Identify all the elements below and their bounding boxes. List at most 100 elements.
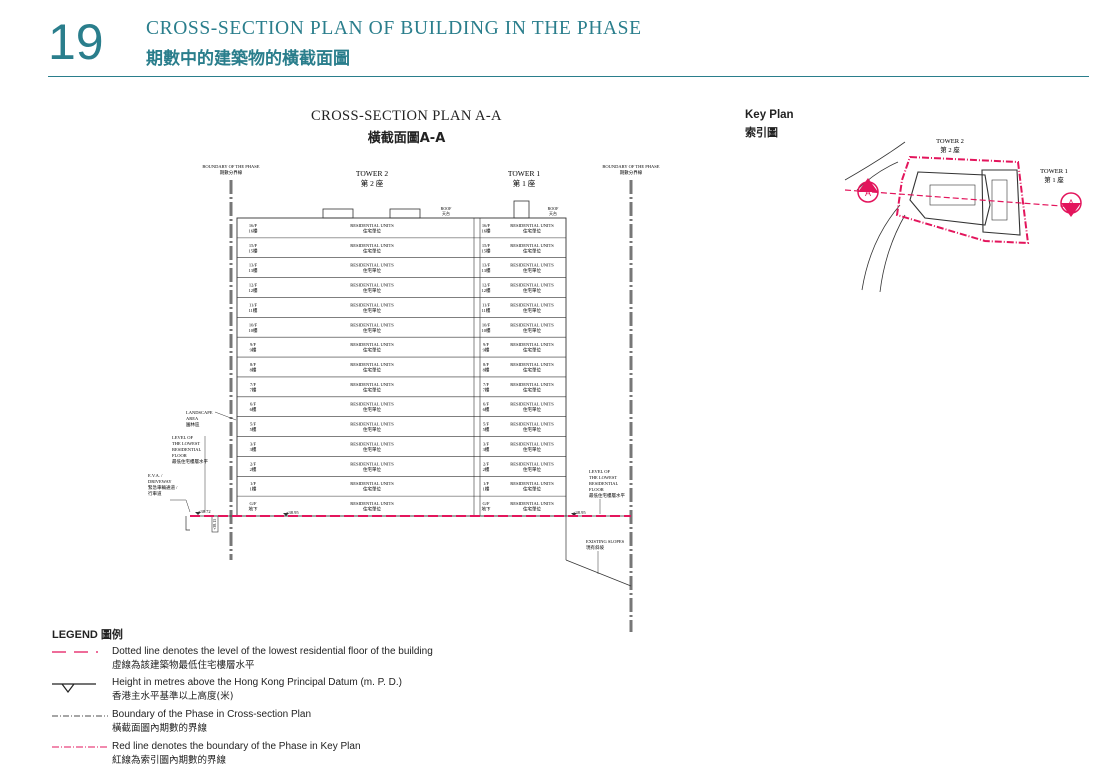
tower2-unit-label-zh: 住宅單位 xyxy=(363,267,381,273)
tower1-floor-label-zh: 7樓 xyxy=(483,386,490,393)
key-plan-section-line xyxy=(844,189,1076,208)
tower1-unit-label-en: RESIDENTIAL UNITS xyxy=(510,501,554,506)
tower2-floor-label-en: 2/F xyxy=(250,461,257,466)
key-plan-tower2-zh: 第 2 座 xyxy=(940,145,960,154)
tower2-roof-structure xyxy=(389,208,421,219)
left-ground-step xyxy=(185,516,190,531)
tower2-unit-label-en: RESIDENTIAL UNITS xyxy=(350,362,394,367)
tower1-floor-label-en: 2/F xyxy=(483,461,490,466)
legend-item: Boundary of the Phase in Cross-section P… xyxy=(112,708,311,736)
tower1-unit-label-zh: 住宅單位 xyxy=(523,406,541,412)
tower2-unit-label-zh: 住宅單位 xyxy=(363,247,381,253)
tower1-unit-label-zh: 住宅單位 xyxy=(523,506,541,512)
tower1-floor-label-en: 15/F xyxy=(482,243,491,248)
existing-slopes-zh: 現有斜坡 xyxy=(586,544,604,551)
key-plan: A A TOWER 2 第 2 座 TOWER 1 第 1 座 xyxy=(844,138,1082,293)
tower2-unit-label-en: RESIDENTIAL UNITS xyxy=(350,322,394,327)
tower2-unit-label-en: RESIDENTIAL UNITS xyxy=(350,243,394,248)
legend-item-zh: 橫截面圖內期數的界線 xyxy=(112,723,208,734)
landscape-label-en-1: LANDSCAPE xyxy=(186,410,213,415)
lowest-level-right-3: RESIDENTIAL xyxy=(589,481,618,486)
tower1-unit-label-en: RESIDENTIAL UNITS xyxy=(510,481,554,486)
key-plan-road xyxy=(879,214,906,293)
tower1-unit-label-zh: 住宅單位 xyxy=(523,347,541,353)
tower2-unit-label-en: RESIDENTIAL UNITS xyxy=(350,402,394,407)
retaining-wall xyxy=(211,515,219,533)
tower1-floor-label-en: 10/F xyxy=(482,322,491,327)
tower1-floor-label-en: 8/F xyxy=(483,362,490,367)
tower2-floor-label-zh: 5樓 xyxy=(250,426,257,433)
tower2-unit-label-en: RESIDENTIAL UNITS xyxy=(350,223,394,228)
tower1-unit-label-zh: 住宅單位 xyxy=(523,386,541,392)
key-plan-road xyxy=(861,204,901,291)
tower1-floor-label-zh: 13樓 xyxy=(482,267,492,274)
tower1-unit-label-en: RESIDENTIAL UNITS xyxy=(510,402,554,407)
tower2-unit-label-en: RESIDENTIAL UNITS xyxy=(350,441,394,446)
landscape-label-en-2: AREA xyxy=(186,416,199,421)
section-marker-left-arrow-icon xyxy=(858,178,878,192)
tower2-floor-label-en: 7/F xyxy=(250,382,257,387)
tower1-unit-label-zh: 住宅單位 xyxy=(523,307,541,313)
tower2-floor-label-zh: 13樓 xyxy=(249,267,259,274)
tower2-unit-label-en: RESIDENTIAL UNITS xyxy=(350,263,394,268)
key-plan-phase-boundary xyxy=(895,155,1030,245)
legend-item-zh: 紅線為索引圖內期數的界線 xyxy=(112,755,227,766)
legend-item-en: Height in metres above the Hong Kong Pri… xyxy=(112,677,402,688)
key-plan-title-zh: 索引圖 xyxy=(745,126,778,139)
tower2-roof-label-zh: 天台 xyxy=(442,210,450,216)
key-plan-tower1-en: TOWER 1 xyxy=(1040,168,1068,175)
right-boundary-label-zh: 期數分界線 xyxy=(620,169,643,176)
eva-label-2: DRIVEWAY xyxy=(148,479,172,484)
left-boundary-label-zh: 期數分界線 xyxy=(220,169,243,176)
tower1-floor-label-en: 16/F xyxy=(482,223,491,228)
tower1-label-en: TOWER 1 xyxy=(508,169,540,178)
key-plan-building-detail xyxy=(991,179,1008,221)
tower2-floor-label-en: 6/F xyxy=(250,402,257,407)
lowest-level-left-2: THE LOWEST xyxy=(172,441,200,446)
tower1-floor-label-zh: 12樓 xyxy=(482,287,492,294)
tower1-unit-label-zh: 住宅單位 xyxy=(523,247,541,253)
legend-item: Dotted line denotes the level of the low… xyxy=(112,645,433,673)
eva-leader xyxy=(170,499,191,513)
floor-lines xyxy=(237,237,566,497)
tower1-unit-label-en: RESIDENTIAL UNITS xyxy=(510,263,554,268)
eva-label-zh-2: 行車道 xyxy=(148,490,162,497)
tower2-floor-label-zh: 15樓 xyxy=(249,247,259,254)
tower1-unit-label-en: RESIDENTIAL UNITS xyxy=(510,422,554,427)
tower1-unit-label-en: RESIDENTIAL UNITS xyxy=(510,342,554,347)
tower1-floor-label-zh: 16樓 xyxy=(482,227,492,234)
tower1-unit-label-en: RESIDENTIAL UNITS xyxy=(510,302,554,307)
tower2-unit-label-zh: 住宅單位 xyxy=(363,426,381,432)
lowest-level-left-1: LEVEL OF xyxy=(172,435,193,440)
page-number: 19 xyxy=(48,14,104,70)
tower2-unit-label-en: RESIDENTIAL UNITS xyxy=(350,302,394,307)
tower2-unit-label-zh: 住宅單位 xyxy=(363,307,381,313)
tower1-floor-label-en: 6/F xyxy=(483,402,490,407)
tower1-unit-label-zh: 住宅單位 xyxy=(523,267,541,273)
tower2-unit-label-zh: 住宅單位 xyxy=(363,327,381,333)
tower1-unit-label-en: RESIDENTIAL UNITS xyxy=(510,322,554,327)
tower2-unit-label-zh: 住宅單位 xyxy=(363,367,381,373)
tower1-label-zh: 第 1 座 xyxy=(513,178,536,188)
tower1-unit-label-zh: 住宅單位 xyxy=(523,367,541,373)
tower2-unit-label-zh: 住宅單位 xyxy=(363,386,381,392)
header-divider xyxy=(48,76,1089,77)
tower2-unit-label-en: RESIDENTIAL UNITS xyxy=(350,382,394,387)
section-marker-left-label: A xyxy=(865,188,871,198)
tower1-floor-label-zh: 地下 xyxy=(482,506,491,513)
level-mark-2: +38.95 xyxy=(286,510,299,515)
tower1-unit-label-en: RESIDENTIAL UNITS xyxy=(510,243,554,248)
page-title-en: CROSS-SECTION PLAN OF BUILDING IN THE PH… xyxy=(146,18,642,39)
tower2-unit-label-zh: 住宅單位 xyxy=(363,506,381,512)
right-boundary-label-en: BOUNDARY OF THE PHASE xyxy=(602,164,659,169)
eva-label-zh-1: 緊急車輛通道 / xyxy=(148,484,178,491)
tower1-floor-label-zh: 15樓 xyxy=(482,247,492,254)
tower2-floor-label-en: 1/F xyxy=(250,481,257,486)
landscape-label-zh: 園林區 xyxy=(186,421,200,428)
tower2-unit-label-en: RESIDENTIAL UNITS xyxy=(350,501,394,506)
tower1-floor-label-en: 5/F xyxy=(483,422,490,427)
level-mark-1: +38.72 xyxy=(198,509,211,514)
tower2-unit-label-zh: 住宅單位 xyxy=(363,486,381,492)
existing-slopes-en: EXISTING SLOPES xyxy=(586,539,625,544)
